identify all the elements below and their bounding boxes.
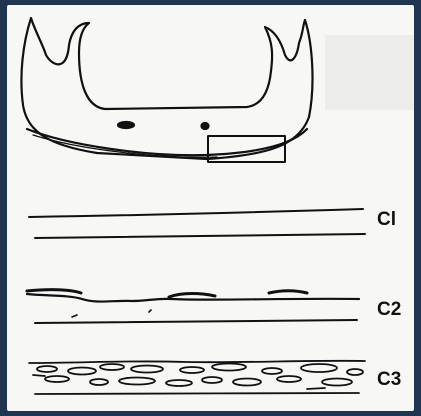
c2-lower-line [35,320,357,323]
label-c3: C3 [377,369,401,390]
c3-pore [262,368,282,374]
label-c1: Cl [377,209,396,230]
label-c2: C2 [377,299,401,320]
c3-upper-line [29,361,365,363]
c3-pore [119,378,155,385]
scan-shade [325,35,414,110]
c3-pore [180,367,204,373]
c1-cortex-drawing [29,209,365,238]
mandible-cortical-index-diagram: Cl C2 C3 [7,5,414,411]
c3-pore [347,369,363,375]
c3-fragment [33,375,45,376]
c2-lesion-3 [269,291,307,293]
c2-cortex-drawing [27,290,359,323]
c3-pore [90,379,108,385]
c3-fragment [307,388,325,389]
c3-pore [301,364,337,372]
c3-cortex-drawing [29,361,365,394]
c1-upper-line [29,209,363,217]
mandible-outline [21,18,312,159]
c1-lower-line [35,234,365,238]
c2-speck [72,315,77,317]
c3-pore [100,364,124,370]
c3-lower-line [35,393,359,394]
c3-pore [45,376,69,382]
c3-pore [202,377,222,383]
c3-pore [166,380,192,386]
foramen-right [202,123,209,129]
c2-lesion-2 [169,294,215,298]
foramen-left [118,122,134,128]
c3-pore [37,366,57,372]
c3-pore [277,376,301,382]
c3-pore [68,368,96,375]
c3-pore [131,366,163,373]
figure-panel: Cl C2 C3 [7,5,414,411]
c3-pore [322,379,352,386]
c3-pore [212,364,246,371]
c2-speck-2 [149,310,151,312]
c2-lesion-1 [27,290,81,293]
c2-upper-line [27,294,359,302]
c3-pore [233,379,261,386]
mandible-drawing [21,18,312,162]
